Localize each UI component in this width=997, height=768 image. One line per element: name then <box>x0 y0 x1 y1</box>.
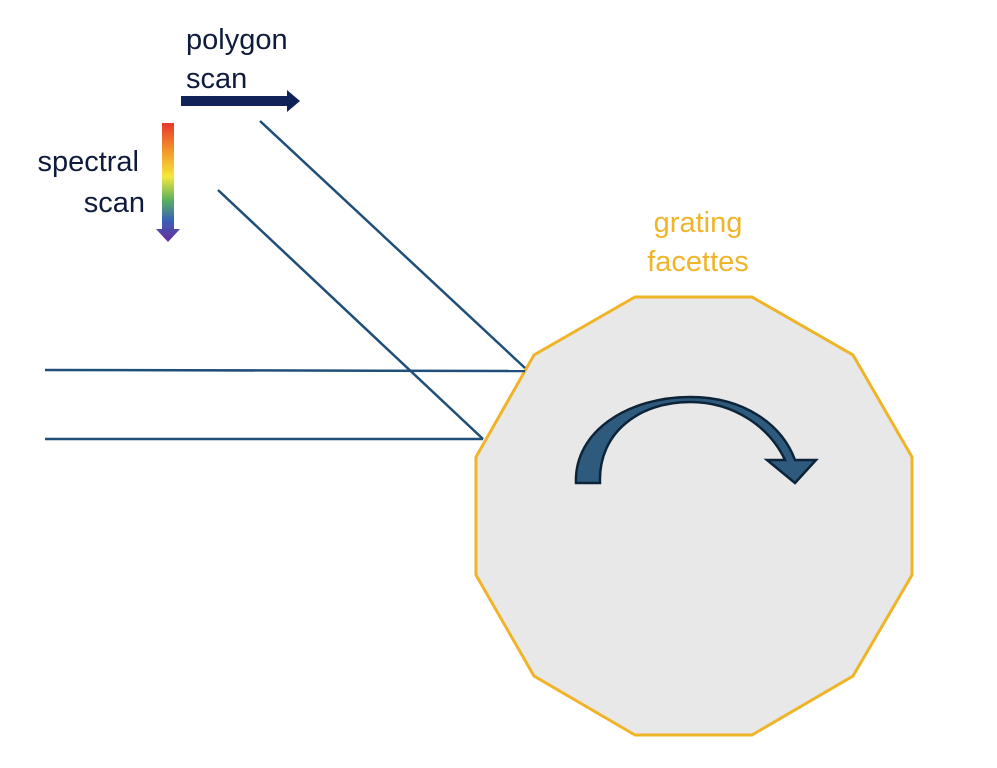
grating-label-1: grating <box>654 207 743 239</box>
diffracted-beam-2 <box>217 189 484 440</box>
grating-label-2: facettes <box>647 246 749 278</box>
spectral-scan-label-1: spectral <box>37 146 139 178</box>
beams <box>44 120 526 441</box>
spectral-scan-arrow-icon <box>156 123 180 242</box>
polygon-scan-label-1: polygon <box>186 24 288 56</box>
polygon-scan-arrow-icon <box>181 90 300 112</box>
polygon-grating <box>474 295 914 737</box>
spectral-scan-label-2: scan <box>84 187 145 219</box>
rotation-arrow-icon <box>574 395 819 485</box>
incident-beam-1 <box>44 368 526 373</box>
diffracted-beam-1 <box>259 120 526 369</box>
polygon-scan-label-2: scan <box>186 63 247 95</box>
